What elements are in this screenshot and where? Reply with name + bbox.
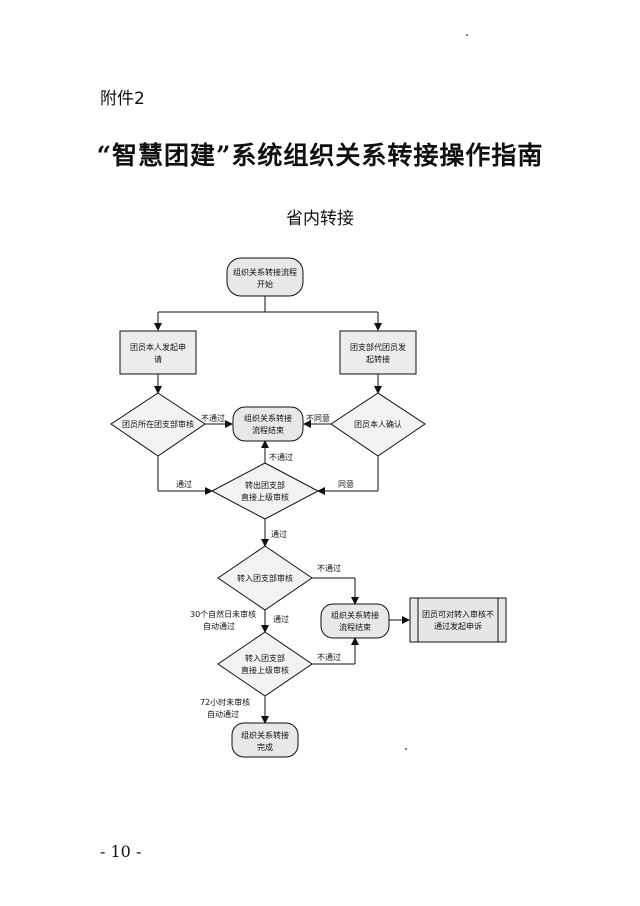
start-node — [226, 257, 304, 297]
branch-apply-text-1: 团支部代团员发 — [350, 342, 406, 352]
page-title: “智慧团建”系统组织关系转接操作指南 — [96, 141, 544, 170]
label-not-pass-2: 不通过 — [269, 452, 293, 462]
scan-speck — [405, 748, 407, 750]
appeal-text-1: 团员可对转入审核不 — [422, 609, 494, 619]
label-disagree: 不同意 — [306, 413, 330, 423]
end-node-mid — [320, 603, 390, 639]
branch-apply-text-2: 起转接 — [366, 354, 390, 364]
complete-node — [231, 722, 299, 758]
label-auto-30-1: 30个自然日未审核 — [190, 609, 256, 619]
in-review-decision — [217, 545, 313, 611]
appeal-text-2: 通过发起申诉 — [434, 621, 482, 631]
scan-speck — [466, 34, 468, 36]
label-not-pass-3: 不通过 — [317, 563, 341, 573]
member-apply-node — [119, 330, 197, 375]
start-text-1: 组织关系转接流程 — [233, 267, 297, 277]
branch-review-text: 团员所在团支部审核 — [122, 419, 194, 429]
connectors — [154, 296, 410, 724]
appeal-node — [409, 597, 507, 643]
label-pass-3: 通过 — [273, 614, 289, 624]
in-upper-review-decision — [217, 631, 313, 697]
member-apply-text-1: 团员本人发起申 — [130, 342, 186, 352]
start-text-2: 开始 — [257, 279, 273, 289]
section-subtitle: 省内转接 — [286, 209, 354, 229]
in-upper-review-text-1: 转入团支部 — [245, 653, 285, 663]
end-top-text-1: 组织关系转接 — [244, 413, 292, 423]
member-confirm-text: 团员本人确认 — [354, 419, 402, 429]
complete-text-2: 完成 — [257, 742, 273, 752]
label-auto-72-2: 自动通过 — [207, 709, 239, 719]
out-review-text-2: 直接上级审核 — [241, 492, 289, 502]
member-confirm-decision — [330, 392, 426, 457]
out-review-decision — [210, 462, 320, 520]
end-top-text-2: 流程结束 — [252, 425, 284, 435]
label-not-pass-1: 不通过 — [201, 413, 225, 423]
label-not-pass-4: 不通过 — [317, 652, 341, 662]
label-agree: 同意 — [338, 479, 354, 489]
branch-review-decision — [110, 392, 206, 457]
end-mid-text-1: 组织关系转接 — [331, 610, 379, 620]
page-number: - 10 - — [100, 842, 142, 861]
label-auto-30-2: 自动通过 — [203, 621, 235, 631]
label-auto-72-1: 72小时未审核 — [200, 697, 250, 707]
label-pass-1: 通过 — [176, 479, 192, 489]
member-apply-text-2: 请 — [154, 354, 162, 364]
end-node-top — [232, 406, 304, 442]
end-mid-text-2: 流程结束 — [339, 622, 371, 632]
out-review-text-1: 转出团支部 — [245, 480, 285, 490]
complete-text-1: 组织关系转接 — [241, 730, 289, 740]
in-upper-review-text-2: 直接上级审核 — [241, 665, 289, 675]
branch-apply-node — [339, 330, 417, 375]
label-pass-2: 通过 — [271, 529, 287, 539]
in-review-text: 转入团支部审核 — [237, 573, 293, 583]
attachment-label: 附件2 — [100, 89, 145, 109]
